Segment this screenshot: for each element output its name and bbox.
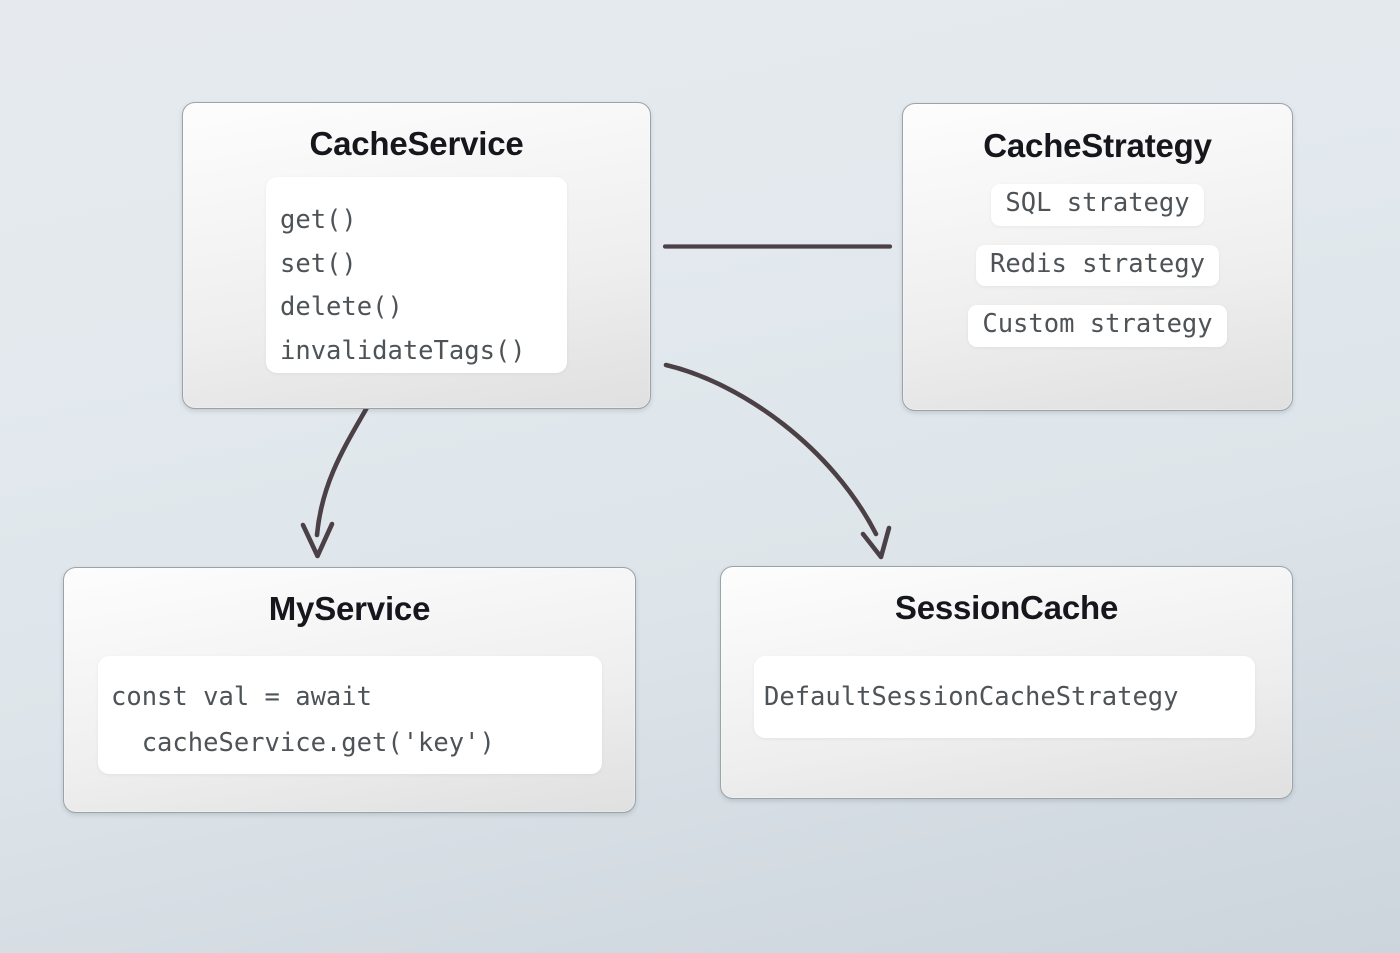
node-cache-service[interactable]: CacheService get() set() delete() invali… <box>182 102 651 409</box>
node-cache-strategy[interactable]: CacheStrategy SQL strategy Redis strateg… <box>902 103 1293 411</box>
node-title-cache-strategy: CacheStrategy <box>983 127 1212 164</box>
method-item: invalidateTags() <box>280 335 526 366</box>
node-session-cache[interactable]: SessionCache DefaultSessionCacheStrategy <box>720 566 1293 799</box>
node-title-cache-service: CacheService <box>309 125 524 162</box>
code-line: cacheService.get('key') <box>111 728 495 758</box>
connector-cacheservice-to-myservice <box>314 401 372 538</box>
code-line: const val = await <box>111 682 372 712</box>
node-title-my-service: MyService <box>268 590 431 627</box>
code-snippet-panel: const val = await cacheService.get('key'… <box>98 656 602 774</box>
strategy-item-custom[interactable]: Custom strategy <box>968 305 1227 347</box>
arrowhead-sessioncache-icon <box>860 525 892 560</box>
strategy-item-sql[interactable]: SQL strategy <box>991 184 1204 226</box>
node-my-service[interactable]: MyService const val = await cacheService… <box>63 567 636 813</box>
node-title-session-cache: SessionCache <box>894 589 1119 626</box>
arrowhead-myservice-icon <box>300 521 335 559</box>
default-strategy-panel: DefaultSessionCacheStrategy <box>754 656 1255 738</box>
strategy-list: SQL strategy Redis strategy Custom strat… <box>903 184 1292 347</box>
strategy-item-redis[interactable]: Redis strategy <box>976 244 1219 287</box>
method-item: set() <box>280 248 357 279</box>
connector-cacheservice-to-sessioncache <box>663 362 879 537</box>
method-list-panel: get() set() delete() invalidateTags() <box>266 177 567 373</box>
method-item: delete() <box>280 292 403 322</box>
method-item: get() <box>280 205 357 235</box>
code-line: DefaultSessionCacheStrategy <box>764 682 1179 712</box>
